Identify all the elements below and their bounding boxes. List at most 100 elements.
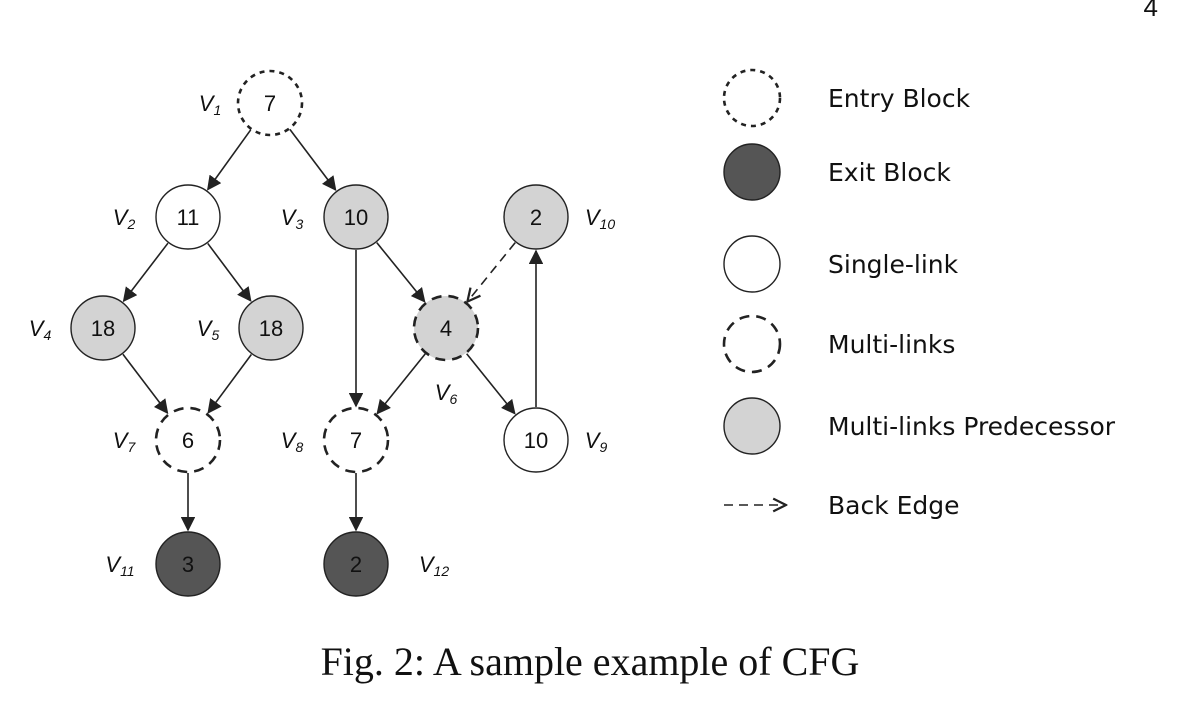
figure-caption: Fig. 2: A sample example of CFG (320, 639, 860, 684)
node-v8-value: 7 (350, 428, 362, 453)
node-label-base: V (585, 428, 602, 453)
node-v7-label: V7 (113, 428, 137, 455)
node-v11: 3 V11 (105, 531, 221, 597)
page-number: 4 (1143, 0, 1158, 22)
node-v7-circle (154, 406, 222, 474)
node-v12: 2 V12 (323, 531, 449, 597)
node-v4: 18 V4 (29, 295, 136, 361)
legend-label: Single-link (828, 250, 959, 279)
node-label-subscript: 12 (434, 563, 450, 579)
legend-item-multi: Multi-links (722, 314, 955, 374)
node-v5-label: V5 (197, 316, 220, 343)
node-v8-label: V8 (281, 428, 304, 455)
edge-v2-v5 (207, 242, 252, 302)
node-label-subscript: 7 (127, 439, 136, 455)
node-v4-value: 18 (91, 316, 115, 341)
node-v6: 4V6 (412, 294, 480, 407)
node-v9-value: 10 (524, 428, 548, 453)
node-v9-label: V9 (585, 428, 608, 455)
legend-label: Back Edge (828, 491, 960, 520)
predecessor-symbol (723, 397, 781, 455)
edges (122, 128, 544, 532)
edge-v3-v6 (376, 242, 426, 303)
legend-label: Multi-links Predecessor (828, 412, 1116, 441)
node-v12-value: 2 (350, 552, 362, 577)
node-v3-label: V3 (281, 205, 304, 232)
exit-symbol (723, 143, 781, 201)
multi-symbol (722, 314, 782, 374)
node-v3: 10 V3 (281, 184, 389, 250)
node-label-subscript: 8 (295, 439, 303, 455)
node-v12-circle (323, 531, 389, 597)
node-label-base: V (585, 205, 602, 230)
node-label-base: V (419, 552, 436, 577)
node-v1-circle (236, 69, 304, 137)
node-label-base: V (197, 316, 214, 341)
node-label-subscript: 2 (126, 216, 135, 232)
node-v10-value: 2 (530, 205, 542, 230)
node-v4-label: V4 (29, 316, 52, 343)
node-v10-circle (503, 184, 569, 250)
node-v9-circle (503, 407, 569, 473)
node-label-subscript: 1 (213, 102, 221, 118)
node-label-subscript: 9 (599, 439, 607, 455)
node-label-base: V (199, 91, 216, 116)
edge-v6-v8 (376, 353, 426, 415)
edge-v1-v2 (207, 129, 252, 191)
node-v6-value: 4 (440, 316, 452, 341)
edge-v10-v6-back-edge (467, 242, 516, 302)
node-v7-value: 6 (182, 428, 194, 453)
node-label-subscript: 3 (295, 216, 303, 232)
node-label-subscript: 5 (211, 327, 219, 343)
node-v6-label: V6 (435, 380, 458, 407)
node-v1: 7V1 (199, 69, 304, 137)
node-v10: 2 V10 (503, 184, 615, 250)
node-v1-label: V1 (199, 91, 221, 118)
node-v10-label: V10 (585, 205, 615, 232)
node-v5-circle (238, 295, 304, 361)
legend-label: Multi-links (828, 330, 955, 359)
node-v8: 7 V8 (281, 406, 390, 474)
node-v9: 10 V9 (503, 407, 608, 473)
node-v11-circle (155, 531, 221, 597)
node-v8-circle (322, 406, 390, 474)
node-v12-label: V12 (419, 552, 449, 579)
edge-v1-v3 (289, 128, 337, 192)
node-label-base: V (29, 316, 46, 341)
node-v4-circle (70, 295, 136, 361)
node-v11-value: 3 (182, 552, 194, 577)
edge-v5-v7 (207, 354, 252, 414)
legend-item-predecessor: Multi-links Predecessor (723, 397, 1116, 455)
node-label-base: V (105, 552, 122, 577)
node-v3-circle (323, 184, 389, 250)
node-v5: 18 V5 (197, 295, 304, 361)
edge-v4-v7 (122, 353, 169, 415)
edge-v6-v9 (466, 353, 516, 415)
legend-item-entry: Entry Block (722, 68, 971, 128)
node-label-subscript: 6 (449, 391, 457, 407)
node-label-base: V (281, 428, 298, 453)
node-v2-label: V2 (113, 205, 136, 232)
entry-symbol (722, 68, 782, 128)
node-label-base: V (113, 428, 130, 453)
node-v2-value: 11 (177, 205, 200, 230)
node-v3-value: 10 (344, 205, 368, 230)
node-v2: 11 V2 (113, 184, 221, 250)
node-label-subscript: 11 (120, 563, 135, 579)
legend-item-exit: Exit Block (723, 143, 951, 201)
single-symbol (723, 235, 781, 293)
node-label-base: V (435, 380, 452, 405)
legend-label: Exit Block (828, 158, 951, 187)
node-v2-circle (155, 184, 221, 250)
legend-item-back-edge: Back Edge (724, 491, 960, 520)
edge-v2-v4 (122, 242, 169, 303)
node-v5-value: 18 (259, 316, 283, 341)
node-label-base: V (281, 205, 298, 230)
node-v7: 6 V7 (113, 406, 222, 474)
node-v6-circle (412, 294, 480, 362)
legend-label: Entry Block (828, 84, 971, 113)
